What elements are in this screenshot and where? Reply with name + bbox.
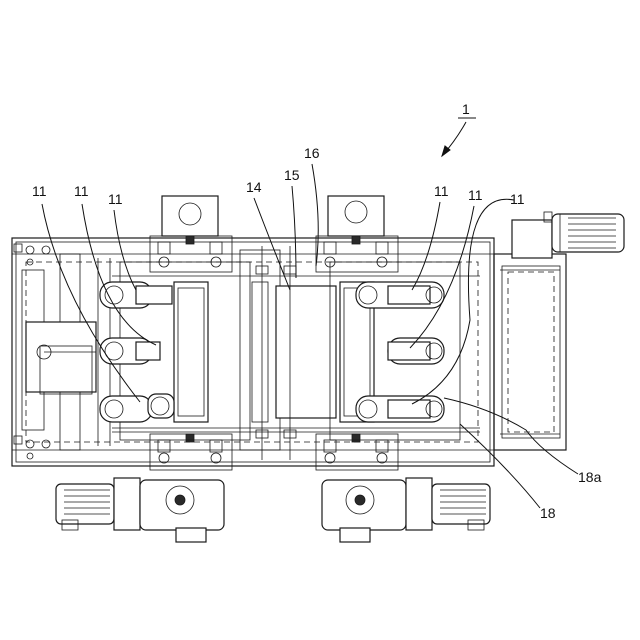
label-18: 18 — [540, 505, 556, 521]
label-18a: 18a — [578, 469, 602, 485]
left-station — [100, 262, 250, 440]
label-16: 16 — [304, 145, 320, 161]
top-bracket-left — [150, 196, 232, 272]
bottom-bracket-left — [150, 434, 232, 470]
bottom-right-motor — [322, 478, 490, 542]
ref-numeral-1: 1 — [442, 101, 476, 156]
label-plate-d: 11 — [434, 183, 449, 199]
bottom-bracket-right — [316, 434, 398, 470]
top-bracket-right — [316, 196, 398, 272]
left-drive-cover — [26, 322, 96, 394]
label-plate-e: 11 — [468, 187, 483, 203]
label-plate-c: 11 — [108, 191, 123, 207]
label-plate-f: 11 — [510, 191, 525, 207]
right-station — [330, 262, 460, 440]
bottom-left-motor — [56, 478, 224, 542]
label-plate-a: 11 — [32, 183, 47, 199]
ref-numeral-label: 1 — [462, 101, 470, 117]
top-right-motor — [512, 212, 624, 258]
right-conveyor-section — [494, 254, 566, 450]
label-plate-b: 11 — [74, 183, 89, 199]
label-14: 14 — [246, 179, 262, 195]
label-15: 15 — [284, 167, 300, 183]
